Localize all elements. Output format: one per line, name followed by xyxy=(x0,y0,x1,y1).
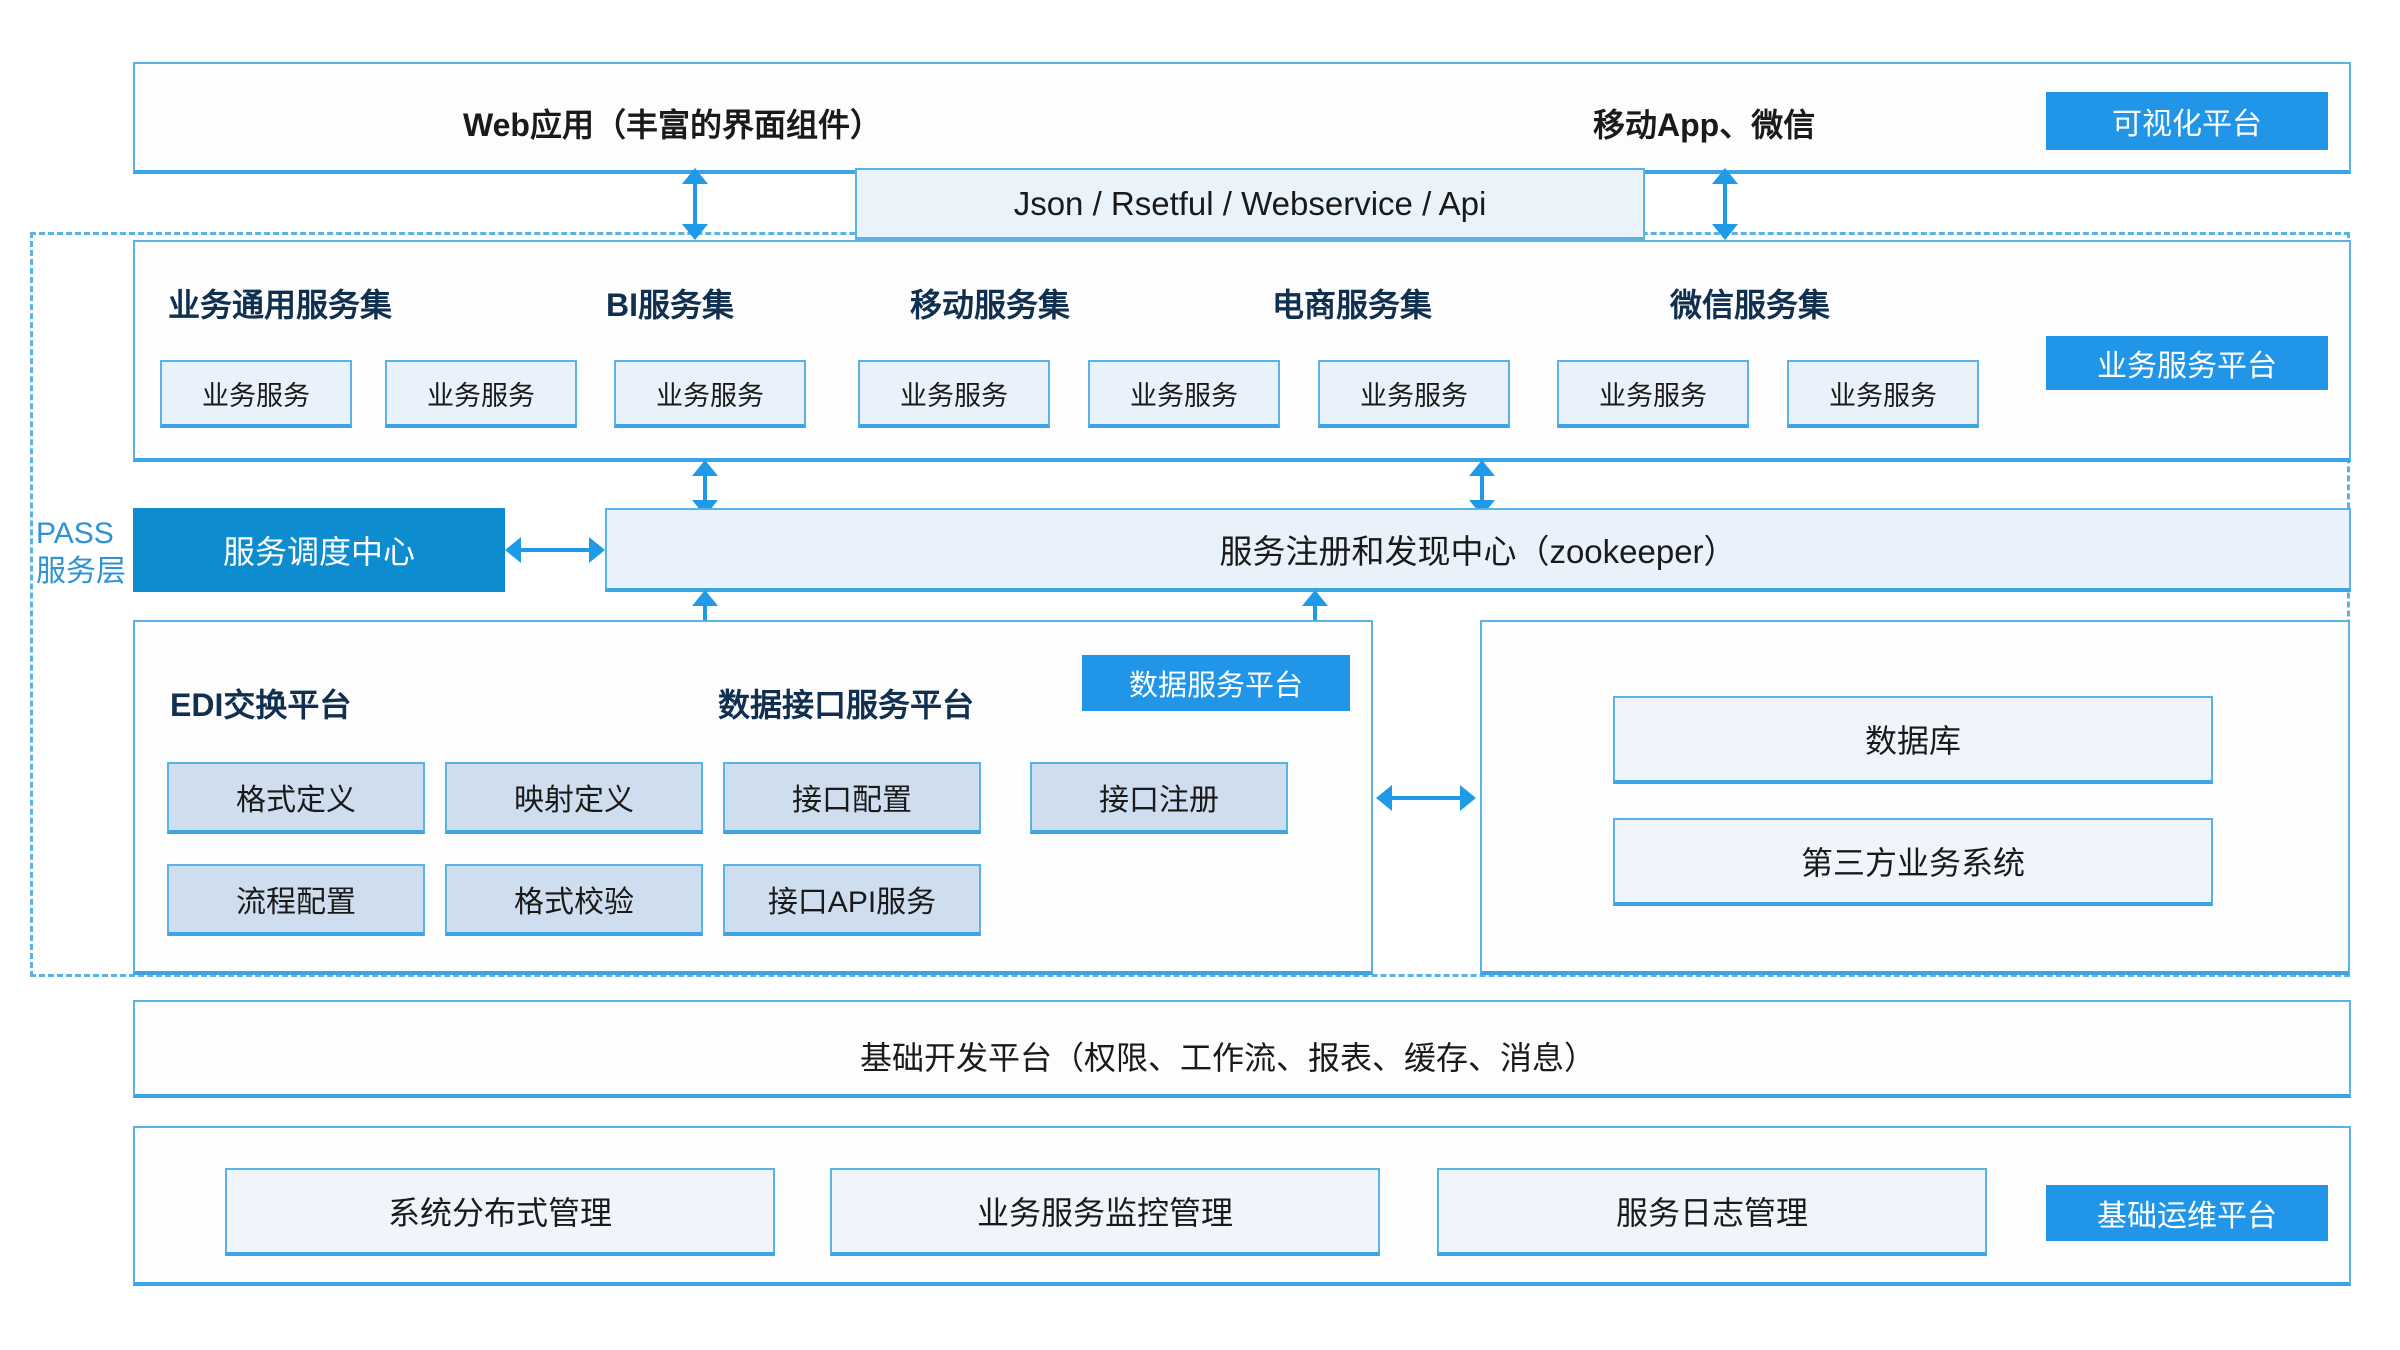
ops-item-service-log-management[interactable]: 服务日志管理 xyxy=(1437,1168,1987,1256)
ops-platform-badge[interactable]: 基础运维平台 xyxy=(2046,1185,2328,1241)
edi-item-process-config[interactable]: 流程配置 xyxy=(167,864,425,936)
storage-panel xyxy=(1480,620,2350,975)
service-set-title-bi: BI服务集 xyxy=(606,287,735,323)
edi-item-mapping-definition[interactable]: 映射定义 xyxy=(445,762,703,834)
data-to-storage-arrow xyxy=(1376,778,1476,818)
visualization-platform-badge[interactable]: 可视化平台 xyxy=(2046,92,2328,150)
pass-layer-label: PASS 服务层 xyxy=(36,517,126,589)
web-to-service-arrow xyxy=(680,168,710,240)
service-set-title-mobile: 移动服务集 xyxy=(910,287,1071,323)
business-service-chip[interactable]: 业务服务 xyxy=(160,360,352,428)
dispatch-registry-arrow xyxy=(505,530,605,570)
business-service-chip[interactable]: 业务服务 xyxy=(1557,360,1749,428)
business-service-chip[interactable]: 业务服务 xyxy=(1088,360,1280,428)
interface-item-api-service[interactable]: 接口API服务 xyxy=(723,864,981,936)
service-registry-center-label: 服务注册和发现中心（zookeeper） xyxy=(1219,533,1737,570)
business-service-layer-panel xyxy=(133,240,2351,462)
business-service-chip[interactable]: 业务服务 xyxy=(385,360,577,428)
interface-item-register[interactable]: 接口注册 xyxy=(1030,762,1288,834)
storage-item-database[interactable]: 数据库 xyxy=(1613,696,2213,784)
protocol-bus-box: Json / Rsetful / Webservice / Api xyxy=(855,168,1645,240)
data-interface-platform-title: 数据接口服务平台 xyxy=(718,687,975,723)
business-service-chip[interactable]: 业务服务 xyxy=(1787,360,1979,428)
edi-item-format-validation[interactable]: 格式校验 xyxy=(445,864,703,936)
business-service-chip[interactable]: 业务服务 xyxy=(614,360,806,428)
service-set-title-wechat: 微信服务集 xyxy=(1670,287,1831,323)
base-dev-platform-label: 基础开发平台（权限、工作流、报表、缓存、消息） xyxy=(860,1040,1597,1076)
mobile-app-label: 移动App、微信 xyxy=(1593,107,1816,143)
storage-item-third-party-system[interactable]: 第三方业务系统 xyxy=(1613,818,2213,906)
business-service-platform-badge[interactable]: 业务服务平台 xyxy=(2046,336,2328,390)
web-app-label: Web应用（丰富的界面组件） xyxy=(463,107,882,143)
edi-item-format-definition[interactable]: 格式定义 xyxy=(167,762,425,834)
service-registry-center-box[interactable]: 服务注册和发现中心（zookeeper） xyxy=(605,508,2351,592)
data-service-platform-badge[interactable]: 数据服务平台 xyxy=(1082,655,1350,711)
ops-item-service-monitor-management[interactable]: 业务服务监控管理 xyxy=(830,1168,1380,1256)
ops-item-distributed-management[interactable]: 系统分布式管理 xyxy=(225,1168,775,1256)
service-dispatch-center-box[interactable]: 服务调度中心 xyxy=(133,508,505,592)
base-dev-platform-panel xyxy=(133,1000,2351,1098)
business-service-chip[interactable]: 业务服务 xyxy=(1318,360,1510,428)
mobile-to-service-arrow xyxy=(1710,168,1740,240)
interface-item-config[interactable]: 接口配置 xyxy=(723,762,981,834)
edi-platform-title: EDI交换平台 xyxy=(170,687,352,723)
service-set-title-ecommerce: 电商服务集 xyxy=(1272,287,1433,323)
service-set-title-common: 业务通用服务集 xyxy=(168,287,393,323)
business-service-chip[interactable]: 业务服务 xyxy=(858,360,1050,428)
